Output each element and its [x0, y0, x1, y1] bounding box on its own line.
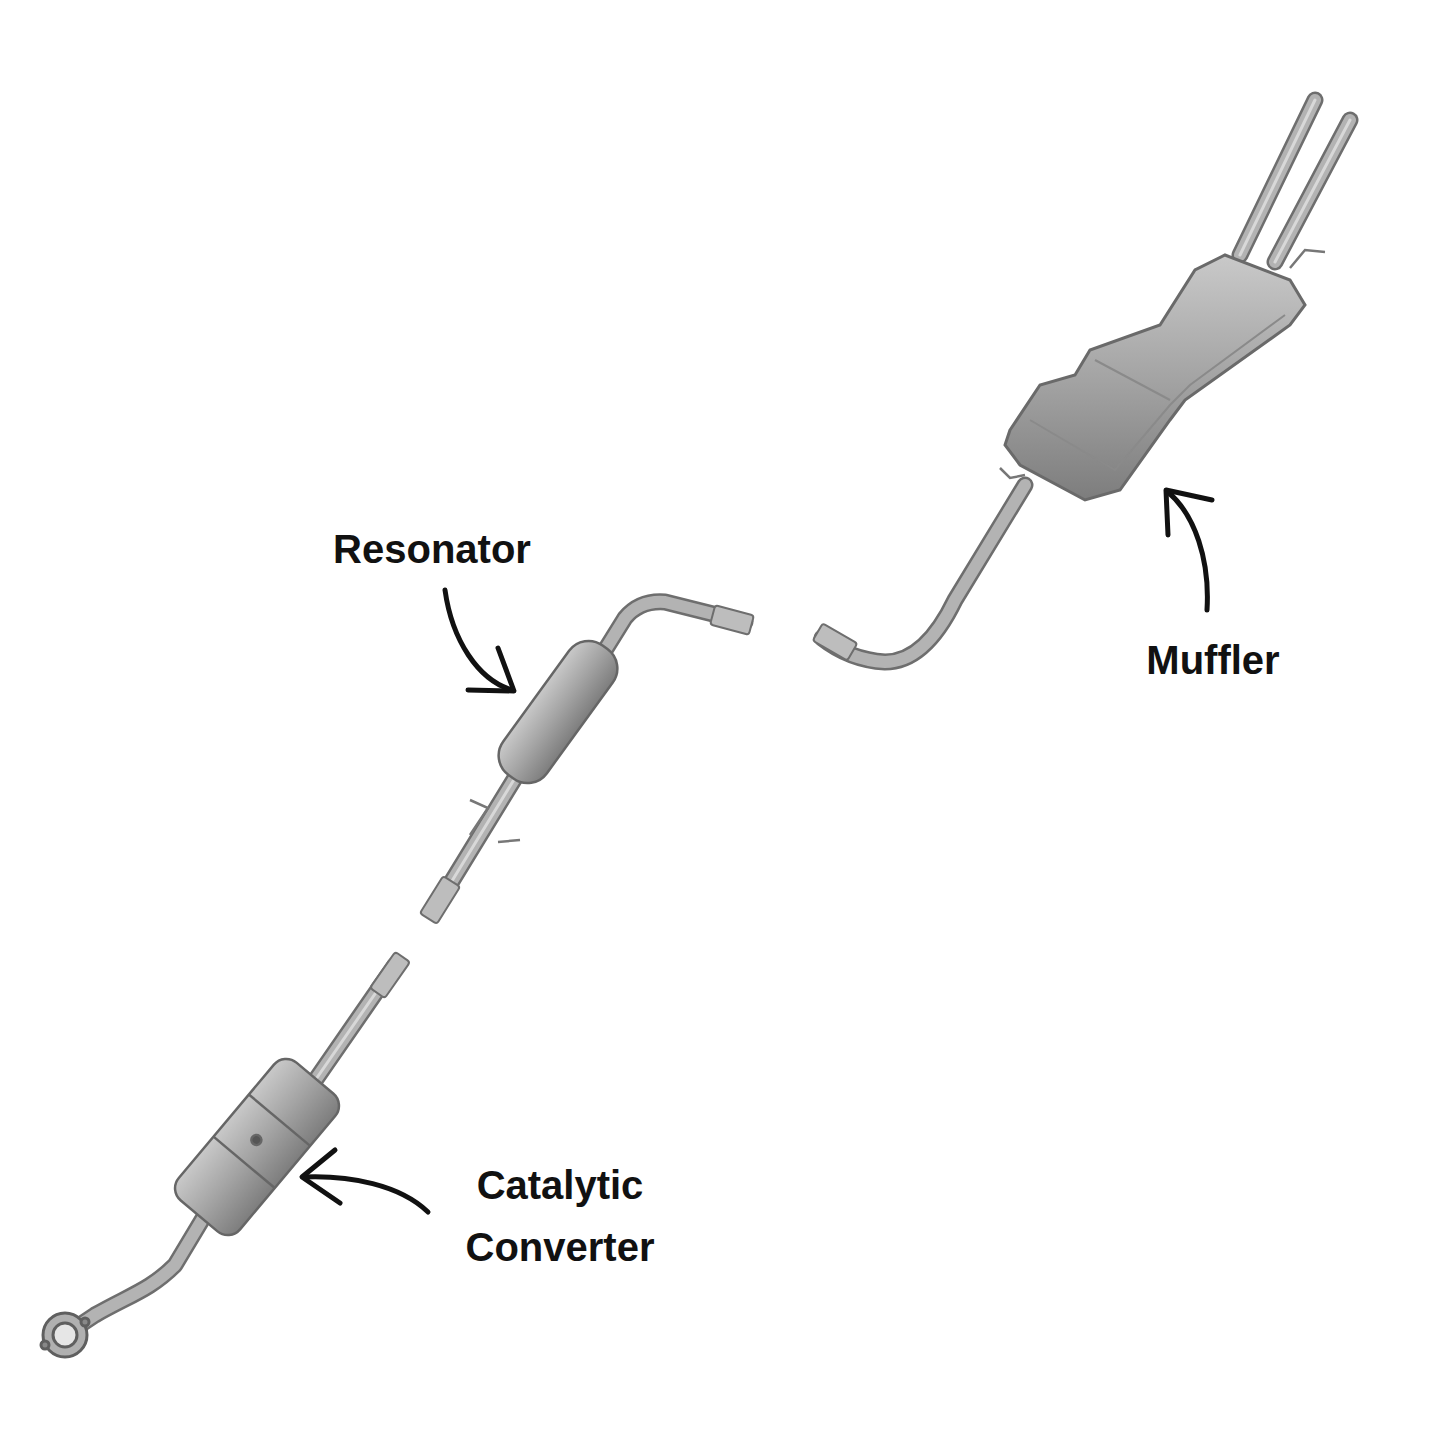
part-label: Muffler — [1083, 629, 1343, 691]
part-label: Catalytic Converter — [430, 1154, 690, 1278]
part-label: Resonator — [282, 518, 582, 580]
